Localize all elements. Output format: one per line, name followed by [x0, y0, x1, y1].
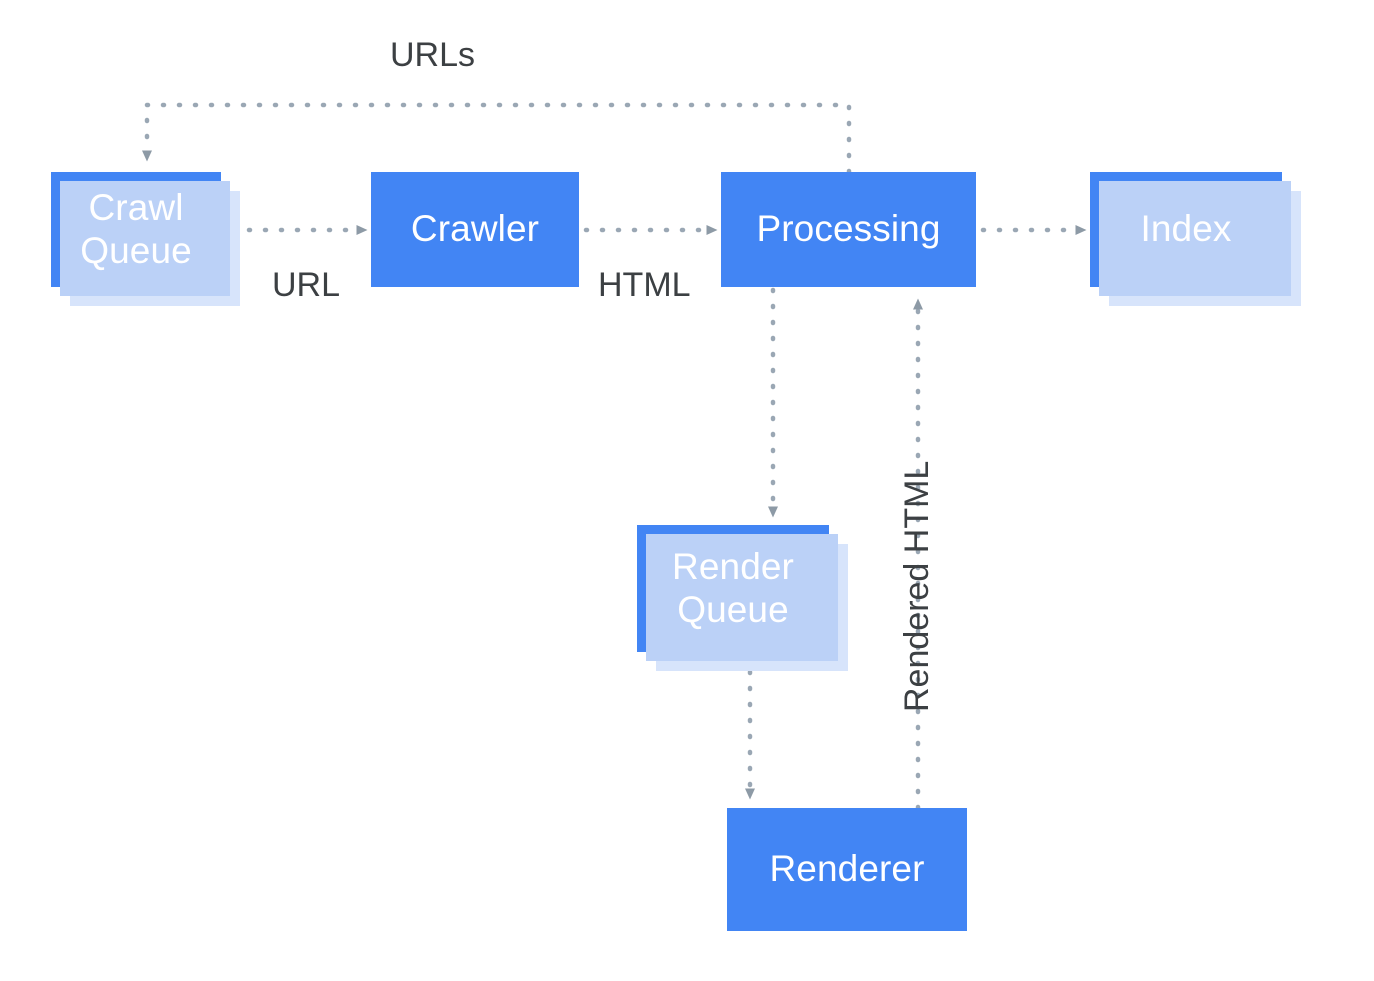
node-renderer[interactable]: Renderer: [727, 808, 967, 931]
node-processing[interactable]: Processing: [721, 172, 976, 287]
node-renderer-label: Renderer: [769, 848, 925, 890]
node-crawl-queue[interactable]: Crawl Queue: [51, 172, 240, 306]
node-crawler[interactable]: Crawler: [371, 172, 579, 287]
node-index[interactable]: Index: [1090, 172, 1301, 306]
edge-label-urls: URLs: [390, 36, 476, 74]
edge-label-url: URL: [272, 266, 341, 304]
node-crawl-queue-label: Crawl Queue: [80, 186, 192, 271]
connector-urls-feedback: [142, 102, 852, 175]
edge-label-html: HTML: [598, 266, 691, 304]
node-index-label: Index: [1140, 208, 1232, 250]
edge-label-rendered-html: Rendered HTML: [898, 460, 936, 712]
node-crawler-label: Crawler: [410, 208, 540, 250]
node-render-queue[interactable]: Render Queue: [637, 525, 848, 671]
node-render-queue-label: Render Queue: [672, 545, 794, 630]
node-processing-label: Processing: [756, 208, 941, 250]
